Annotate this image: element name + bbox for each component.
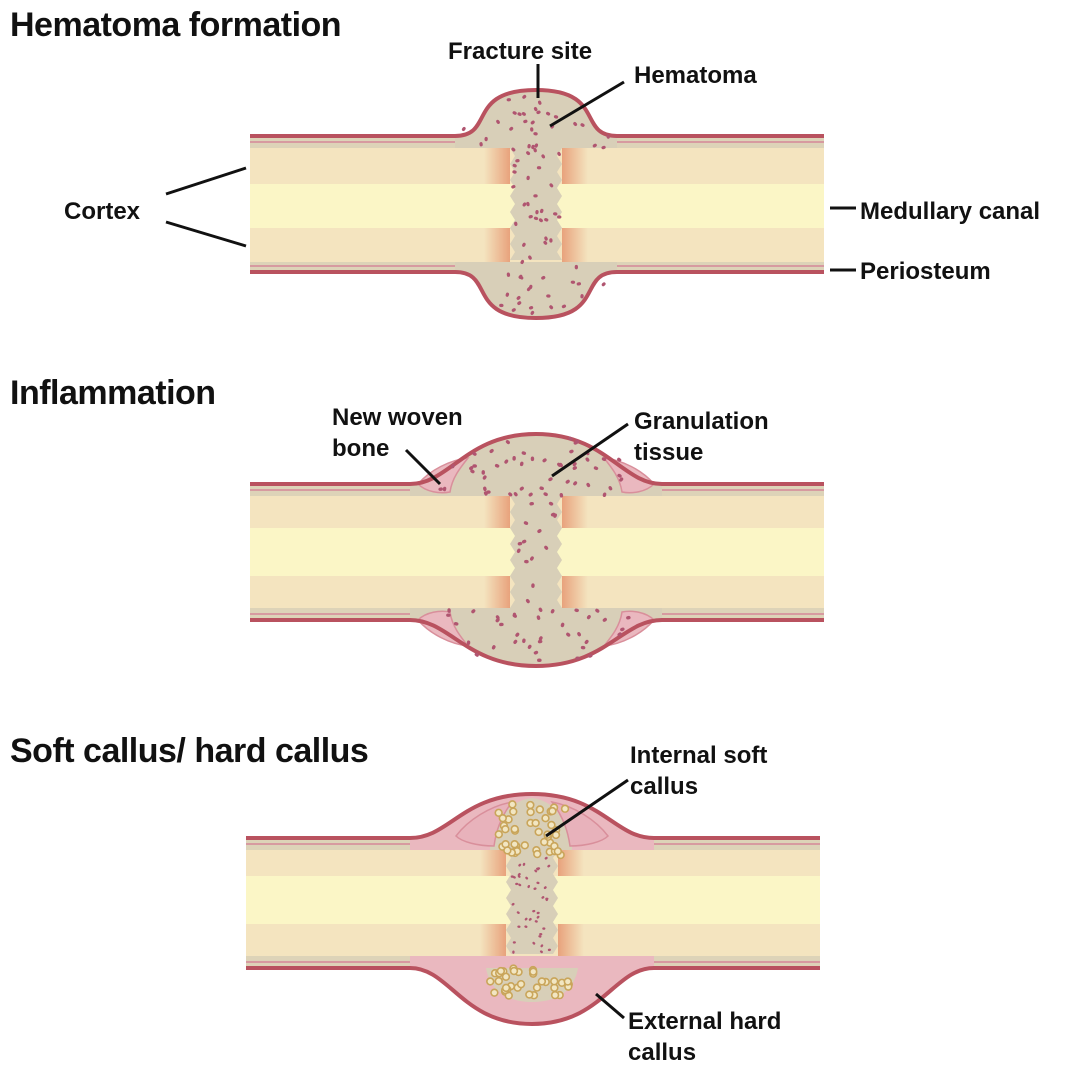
soft-callus-cell bbox=[511, 841, 518, 848]
soft-callus-cell bbox=[511, 826, 518, 833]
soft-callus-cell bbox=[536, 806, 543, 813]
soft-callus-cell bbox=[538, 978, 545, 985]
label-external-hard-line2: callus bbox=[628, 1037, 781, 1068]
soft-callus-cell bbox=[535, 829, 542, 836]
label-hematoma: Hematoma bbox=[634, 60, 757, 91]
label-fracture-site: Fracture site bbox=[448, 36, 592, 67]
label-internal-soft-line2: callus bbox=[630, 771, 767, 802]
soft-callus-cell bbox=[551, 978, 558, 985]
leader-cortex-bottom bbox=[166, 222, 246, 246]
soft-callus-cell bbox=[549, 808, 556, 815]
label-medullary-canal: Medullary canal bbox=[860, 196, 1040, 227]
soft-callus-cell bbox=[511, 968, 518, 975]
soft-callus-cell bbox=[527, 802, 534, 809]
label-granulation-line2: tissue bbox=[634, 437, 769, 468]
soft-callus-cell bbox=[518, 981, 525, 988]
fracture-edge-right bbox=[562, 496, 588, 528]
soft-callus-cell bbox=[562, 805, 569, 812]
label-granulation-line1: Granulation bbox=[634, 406, 769, 437]
leader-cortex-top bbox=[166, 168, 246, 194]
soft-callus-cell bbox=[534, 851, 541, 858]
fracture-edge-left bbox=[484, 228, 510, 262]
fracture-edge-left bbox=[480, 850, 506, 876]
fracture-edge-right bbox=[562, 148, 588, 184]
label-new-woven-line1: New woven bbox=[332, 402, 463, 433]
fracture-edge-left bbox=[484, 496, 510, 528]
label-periosteum: Periosteum bbox=[860, 256, 991, 287]
soft-callus-cell bbox=[510, 808, 517, 815]
hematoma-cell bbox=[601, 282, 606, 287]
hematoma-cell bbox=[575, 265, 578, 269]
soft-callus-cell bbox=[503, 984, 510, 991]
soft-callus-cell bbox=[534, 984, 541, 991]
soft-callus-cell bbox=[499, 815, 506, 822]
inflammation-panel bbox=[250, 434, 824, 666]
soft-callus-cell bbox=[509, 801, 516, 808]
callus-panel bbox=[246, 794, 820, 1024]
soft-callus-cell bbox=[542, 815, 549, 822]
soft-callus-cell bbox=[530, 968, 537, 975]
hematoma-cell bbox=[461, 126, 466, 131]
soft-callus-cell bbox=[487, 978, 494, 985]
fracture-gap bbox=[510, 148, 562, 260]
soft-callus-cell bbox=[503, 973, 510, 980]
fracture-edge-left bbox=[484, 576, 510, 608]
fracture-edge-right bbox=[562, 576, 588, 608]
soft-callus-cell bbox=[497, 968, 504, 975]
fracture-edge-left bbox=[480, 924, 506, 956]
label-cortex: Cortex bbox=[64, 196, 140, 227]
leader-external-hard-callus bbox=[596, 994, 624, 1018]
soft-callus-cell bbox=[526, 991, 533, 998]
soft-callus-cell bbox=[541, 839, 548, 846]
soft-callus-cell bbox=[532, 820, 539, 827]
soft-callus-cell bbox=[491, 989, 498, 996]
soft-callus-cell bbox=[552, 992, 559, 999]
soft-callus-cell bbox=[502, 826, 509, 833]
soft-callus-cell bbox=[527, 809, 534, 816]
label-internal-soft-callus: Internal soft callus bbox=[630, 740, 767, 802]
label-external-hard-callus: External hard callus bbox=[628, 1006, 781, 1068]
label-new-woven-line2: bone bbox=[332, 433, 463, 464]
hematoma-cell bbox=[533, 194, 537, 197]
label-granulation-tissue: Granulation tissue bbox=[634, 406, 769, 468]
label-internal-soft-line1: Internal soft bbox=[630, 740, 767, 771]
soft-callus-cell bbox=[564, 978, 571, 985]
hematoma-panel bbox=[250, 90, 824, 318]
soft-callus-cell bbox=[504, 847, 511, 854]
soft-callus-cell bbox=[495, 978, 502, 985]
swelling-bottom bbox=[455, 262, 617, 318]
fracture-edge-right bbox=[562, 228, 588, 262]
label-new-woven-bone: New woven bone bbox=[332, 402, 463, 464]
fracture-edge-left bbox=[484, 148, 510, 184]
soft-callus-cell bbox=[495, 831, 502, 838]
label-external-hard-line1: External hard bbox=[628, 1006, 781, 1037]
fracture-edge-right bbox=[558, 924, 584, 956]
soft-callus-cell bbox=[554, 848, 561, 855]
granulation-cell bbox=[575, 657, 580, 660]
soft-callus-cell bbox=[521, 842, 528, 849]
